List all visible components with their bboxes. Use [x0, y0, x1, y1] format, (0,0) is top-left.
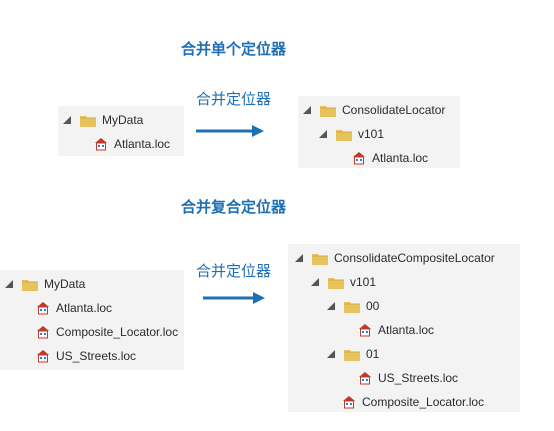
folder-icon — [22, 279, 38, 291]
locator-icon — [37, 350, 49, 363]
expanded-triangle-icon[interactable] — [4, 279, 14, 289]
tree-item-atlanta-loc[interactable]: Atlanta.loc — [36, 298, 112, 318]
tree-item-label: Atlanta.loc — [378, 323, 435, 337]
folder-icon — [80, 115, 96, 127]
tree-item-us-streets-loc[interactable]: US_Streets.loc — [358, 368, 458, 388]
folder-icon — [312, 253, 328, 265]
tree-item-label: v101 — [350, 275, 377, 289]
tree-item-composite-locator-loc[interactable]: Composite_Locator.loc — [36, 322, 178, 342]
tree-item-composite-locator-loc[interactable]: Composite_Locator.loc — [342, 392, 484, 412]
source-tree-panel-2: MyData Atlanta.loc Composite_Locator.loc… — [0, 270, 184, 370]
tree-item-atlanta-loc[interactable]: Atlanta.loc — [94, 134, 170, 154]
locator-icon — [37, 326, 49, 339]
locator-icon — [353, 152, 365, 165]
tree-item-label: Atlanta.loc — [56, 301, 113, 315]
locator-icon — [95, 138, 107, 151]
tree-item-label: MyData — [102, 113, 144, 127]
tree-item-consolidatelocator[interactable]: ConsolidateLocator — [302, 100, 445, 120]
tree-item-label: Composite_Locator.loc — [362, 395, 485, 409]
folder-icon — [320, 105, 336, 117]
tree-item-label: ConsolidateLocator — [342, 103, 446, 117]
tree-item-atlanta-loc[interactable]: Atlanta.loc — [358, 320, 434, 340]
tree-item-label: 00 — [366, 299, 380, 313]
tree-item-label: Atlanta.loc — [114, 137, 171, 151]
tree-item-mydata[interactable]: MyData — [4, 274, 85, 294]
section2-title: 合并复合定位器 — [181, 198, 287, 216]
expanded-triangle-icon[interactable] — [62, 115, 72, 125]
tree-item-00[interactable]: 00 — [326, 296, 379, 316]
expanded-triangle-icon[interactable] — [294, 253, 304, 263]
tree-item-label: Composite_Locator.loc — [56, 325, 179, 339]
tree-item-label: US_Streets.loc — [56, 349, 137, 363]
tree-item-mydata[interactable]: MyData — [62, 110, 143, 130]
expanded-triangle-icon[interactable] — [326, 301, 336, 311]
folder-icon — [328, 277, 344, 289]
tree-item-01[interactable]: 01 — [326, 344, 379, 364]
tree-item-v101[interactable]: v101 — [310, 272, 376, 292]
tree-item-label: 01 — [366, 347, 380, 361]
tree-item-v101[interactable]: v101 — [318, 124, 384, 144]
section2-arrow-label: 合并定位器 — [196, 262, 272, 280]
arrow-right-icon — [203, 292, 265, 304]
expanded-triangle-icon[interactable] — [302, 105, 312, 115]
tree-item-label: ConsolidateCompositeLocator — [334, 251, 495, 265]
folder-icon — [344, 301, 360, 313]
folder-icon — [336, 129, 352, 141]
tree-item-label: v101 — [358, 127, 385, 141]
tree-item-label: Atlanta.loc — [372, 151, 429, 165]
tree-item-atlanta-loc[interactable]: Atlanta.loc — [352, 148, 428, 168]
locator-icon — [359, 324, 371, 337]
result-tree-panel-1: ConsolidateLocator v101 Atlanta.loc — [298, 96, 460, 168]
section1-arrow-label: 合并定位器 — [196, 90, 272, 108]
locator-icon — [359, 372, 371, 385]
tree-item-us-streets-loc[interactable]: US_Streets.loc — [36, 346, 136, 366]
tree-item-consolidatecompositelocator[interactable]: ConsolidateCompositeLocator — [294, 248, 495, 268]
result-tree-panel-2: ConsolidateCompositeLocator v101 00 Atla… — [288, 244, 520, 412]
tree-item-label: US_Streets.loc — [378, 371, 459, 385]
tree-item-label: MyData — [44, 277, 86, 291]
section1-title: 合并单个定位器 — [181, 40, 287, 58]
expanded-triangle-icon[interactable] — [326, 349, 336, 359]
locator-icon — [37, 302, 49, 315]
expanded-triangle-icon[interactable] — [318, 129, 328, 139]
source-tree-panel-1: MyData Atlanta.loc — [58, 106, 184, 156]
expanded-triangle-icon[interactable] — [310, 277, 320, 287]
arrow-right-icon — [196, 125, 264, 137]
locator-icon — [343, 396, 355, 409]
folder-icon — [344, 349, 360, 361]
